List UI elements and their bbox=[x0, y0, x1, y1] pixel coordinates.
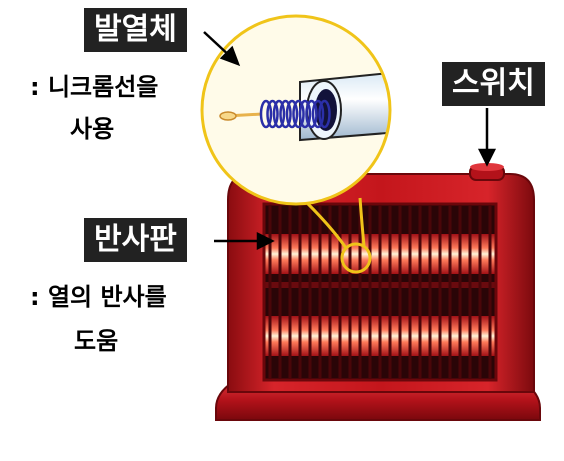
nichrome-coil bbox=[259, 99, 331, 129]
label-heater-element: 발열체 bbox=[84, 8, 187, 52]
highlight-circle bbox=[340, 242, 372, 274]
coil-loop bbox=[311, 99, 325, 129]
switch-knob bbox=[469, 163, 505, 181]
coil-loop bbox=[266, 99, 279, 129]
reflector-description-line2: 도움 bbox=[74, 327, 119, 355]
heater-element-description-line2: 사용 bbox=[70, 115, 115, 143]
coil-loop bbox=[318, 99, 331, 129]
coil-loop bbox=[305, 99, 318, 129]
coil-loop bbox=[292, 99, 305, 129]
pointer-arrows bbox=[203, 31, 497, 251]
coil-loop bbox=[279, 99, 292, 129]
label-reflector: 반사판 bbox=[84, 218, 187, 262]
coil-loop bbox=[285, 99, 299, 129]
coil-loop bbox=[272, 99, 286, 129]
reflector-description-line1: : 열의 반사를 bbox=[30, 283, 167, 311]
heater-element-description-line1: : 니크롬선을 bbox=[30, 73, 159, 101]
magnifier-lens bbox=[200, 14, 392, 206]
grill-bars bbox=[268, 206, 492, 378]
label-switch: 스위치 bbox=[442, 62, 545, 106]
coil-loop bbox=[259, 99, 273, 129]
coil-loop bbox=[298, 99, 312, 129]
